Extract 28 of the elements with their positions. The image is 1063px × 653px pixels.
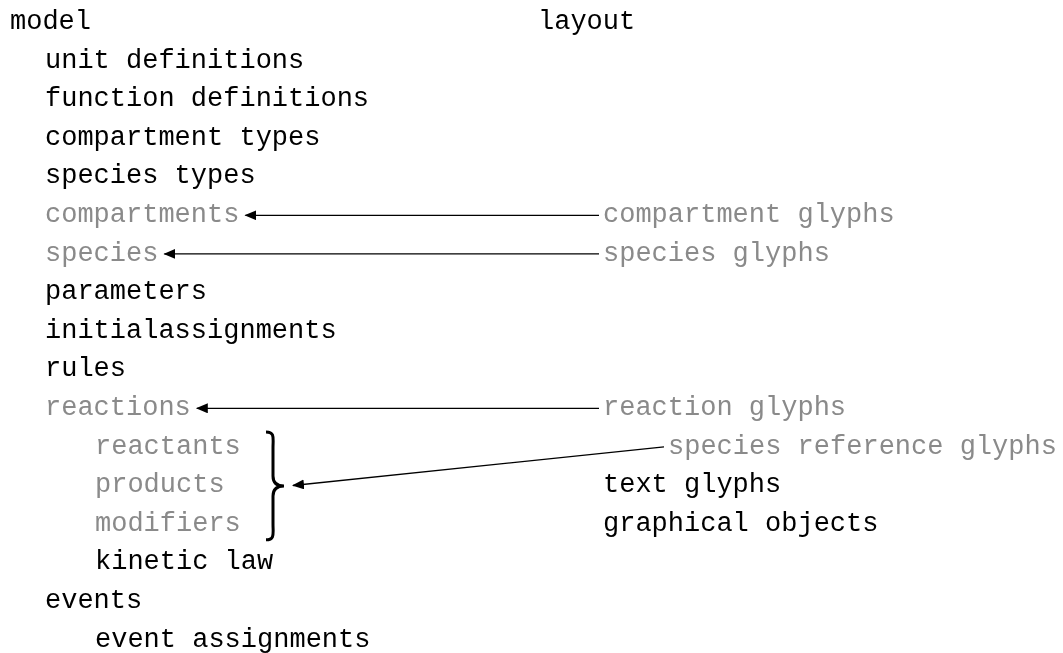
element-text: kinetic law: [95, 546, 274, 580]
arrow: [163, 248, 600, 259]
element-text: parameters: [45, 276, 208, 310]
model-element-text: modifiers: [95, 507, 241, 541]
element-text: species types: [45, 160, 256, 194]
arrow: [195, 403, 600, 414]
model-element-text: species reference glyphs: [668, 427, 1057, 466]
element-text: initialassignments: [45, 314, 337, 348]
model-element-text: reactions: [45, 389, 191, 427]
element-text: graphical objects: [603, 507, 879, 541]
element-text: rules: [45, 353, 126, 387]
model-element-text: compartment glyphs: [603, 196, 895, 234]
column-heading: layout: [538, 6, 636, 39]
model-element-text: species: [45, 234, 159, 273]
element-text: unit definitions: [45, 44, 305, 78]
element-text: events: [45, 585, 143, 618]
element-text: event assignments: [95, 623, 371, 653]
arrow: [244, 210, 600, 221]
model-element-text: products: [95, 469, 225, 503]
model-element-text: compartments: [45, 196, 240, 234]
arrow: [292, 446, 665, 490]
element-text: compartment types: [45, 121, 321, 155]
element-text: function definitions: [45, 83, 370, 117]
model-element-text: reaction glyphs: [603, 389, 847, 427]
model-element-text: reactants: [95, 430, 241, 464]
column-heading: model: [10, 6, 91, 39]
element-text: text glyphs: [603, 469, 782, 503]
model-element-text: species glyphs: [603, 234, 830, 273]
